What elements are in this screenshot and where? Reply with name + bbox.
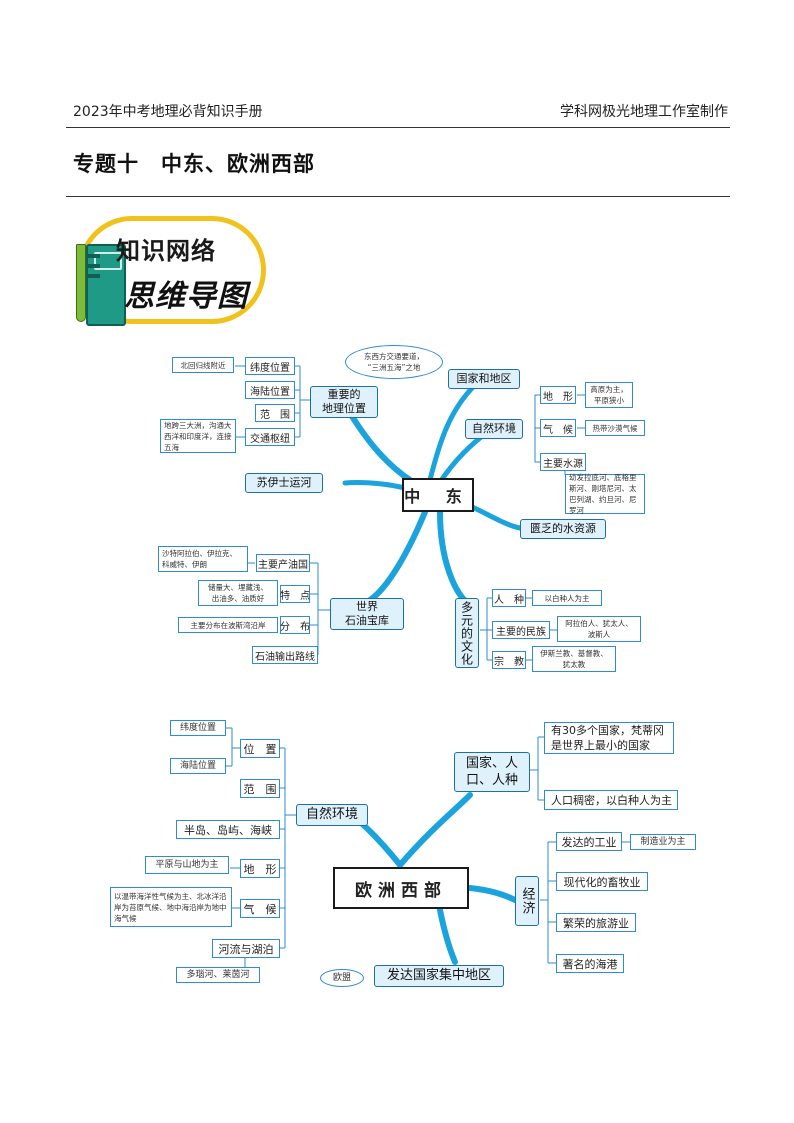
branch-suez xyxy=(345,483,405,488)
we-sub-lines-economy xyxy=(540,842,630,963)
branch-water xyxy=(468,505,520,528)
we-sub-lines-position xyxy=(226,728,240,766)
notebook-ring-icon xyxy=(88,254,100,258)
we-climate-note: 以温带海洋性气候为主、北冰洋沿岸为苔原气候、地中海沿岸为地中海气候 xyxy=(110,887,232,927)
me-water: 主要水源 xyxy=(540,453,586,471)
we-industry: 发达的工业 xyxy=(556,832,622,851)
header-right: 学科网极光地理工作室制作 xyxy=(560,101,728,121)
we-ports: 著名的海港 xyxy=(556,954,624,973)
branch-we-developed xyxy=(440,910,455,962)
me-lat-note: 北回归线附近 xyxy=(172,357,234,373)
we-peninsula: 半岛、岛屿、海峡 xyxy=(176,820,280,839)
title-rule xyxy=(66,196,730,197)
we-range: 范 围 xyxy=(240,779,280,798)
me-range: 范 围 xyxy=(255,404,295,422)
me-traffic-note: 地跨三大洲，沟通大西洋和印度洋，连接五海 xyxy=(160,419,236,453)
me-lat: 纬度位置 xyxy=(245,357,295,375)
we-sub-lines-nature xyxy=(278,748,296,948)
me-nature: 自然环境 xyxy=(465,419,523,439)
we-people: 国家、人 口、人种 xyxy=(454,752,530,792)
me-ethnic: 主要的民族 xyxy=(492,621,550,639)
we-industry-note: 制造业为主 xyxy=(630,834,696,850)
me-routes: 石油输出路线 xyxy=(252,646,318,664)
we-climate: 气 候 xyxy=(240,899,280,918)
we-terrain-note: 平原与山地为主 xyxy=(145,856,229,874)
we-countries: 有30多个国家，梵蒂冈是世界上最小的国家 xyxy=(544,722,674,754)
me-sea: 海陆位置 xyxy=(245,381,295,399)
me-climate: 气 候 xyxy=(540,419,576,437)
me-water-note: 幼发拉底河、底格里斯河、刚塔尼河、太巴列湖、约旦河、尼罗河 xyxy=(565,474,645,514)
badge-line1: 知识网络 xyxy=(116,231,216,266)
we-tourism: 繁荣的旅游业 xyxy=(556,913,636,932)
we-center: 欧洲西部 xyxy=(333,867,469,909)
me-terrain-note: 高原为主， 平原狭小 xyxy=(585,382,633,408)
me-oil: 世界 石油宝库 xyxy=(330,598,404,630)
sub-lines-location xyxy=(294,366,310,437)
me-distribution-note: 主要分布在波斯湾沿岸 xyxy=(178,617,278,633)
sub-lines-lat xyxy=(235,366,245,437)
pen-icon xyxy=(76,244,86,322)
me-culture: 多元的文化 xyxy=(455,598,479,668)
branch-we-people xyxy=(400,795,470,865)
page-title: 专题十 中东、欧洲西部 xyxy=(73,148,315,178)
we-sub-lines-people xyxy=(530,737,544,800)
me-race: 人 种 xyxy=(492,589,526,607)
knowledge-network-badge: 知识网络 思维导图 xyxy=(72,214,272,330)
me-producers: 主要产油国 xyxy=(256,554,310,572)
me-religion: 宗 教 xyxy=(492,651,526,669)
me-terrain: 地 形 xyxy=(540,386,576,404)
me-features: 特 点 xyxy=(280,585,310,603)
we-position: 位 置 xyxy=(240,739,280,758)
we-nature: 自然环境 xyxy=(296,804,368,826)
we-population: 人口稠密，以白种人为主 xyxy=(544,790,678,810)
we-terrain: 地 形 xyxy=(240,859,280,878)
branch-we-economy xyxy=(470,888,515,900)
me-suez: 苏伊士运河 xyxy=(245,473,323,493)
me-countries: 国家和地区 xyxy=(448,369,520,389)
header-left: 2023年中考地理必背知识手册 xyxy=(73,101,263,121)
we-economy: 经济 xyxy=(515,876,539,926)
header-rule xyxy=(66,127,730,128)
notebook-ring-icon xyxy=(88,264,100,268)
we-lat: 纬度位置 xyxy=(170,720,226,736)
sub-lines-culture xyxy=(480,598,492,660)
we-eu: 欧盟 xyxy=(320,969,364,987)
me-ethnic-note: 阿拉伯人、犹太人、 波斯人 xyxy=(557,616,641,642)
me-center: 中 东 xyxy=(402,478,474,512)
me-distribution: 分 布 xyxy=(280,616,310,634)
me-climate-note: 热带沙漠气候 xyxy=(585,420,645,436)
me-location: 重要的 地理位置 xyxy=(310,386,378,418)
notebook-ring-icon xyxy=(88,274,100,278)
me-religion-note: 伊斯兰教、基督教、 犹太教 xyxy=(532,646,616,672)
we-sea: 海陆位置 xyxy=(170,758,226,774)
me-water-scarce: 匮乏的水资源 xyxy=(520,519,606,539)
me-producers-note: 沙特阿拉伯、伊拉克、科威特、伊朗 xyxy=(158,546,248,572)
sub-lines-oil xyxy=(310,563,330,655)
badge-line2: 思维导图 xyxy=(124,271,248,315)
we-livestock: 现代化的畜牧业 xyxy=(556,872,648,891)
me-race-note: 以白种人为主 xyxy=(532,590,602,606)
me-cloud-note: 东西方交通要道， “三洲五海”之地 xyxy=(345,345,443,379)
we-rivers-note: 多瑙河、莱茵河 xyxy=(176,967,260,983)
me-traffic: 交通枢纽 xyxy=(245,428,295,446)
we-developed: 发达国家集中地区 xyxy=(374,965,504,987)
me-features-note: 储量大、埋藏浅、 出油多、油质好 xyxy=(198,580,278,606)
branch-oil xyxy=(370,512,425,600)
we-rivers: 河流与湖泊 xyxy=(212,939,280,958)
branch-culture xyxy=(440,512,470,605)
